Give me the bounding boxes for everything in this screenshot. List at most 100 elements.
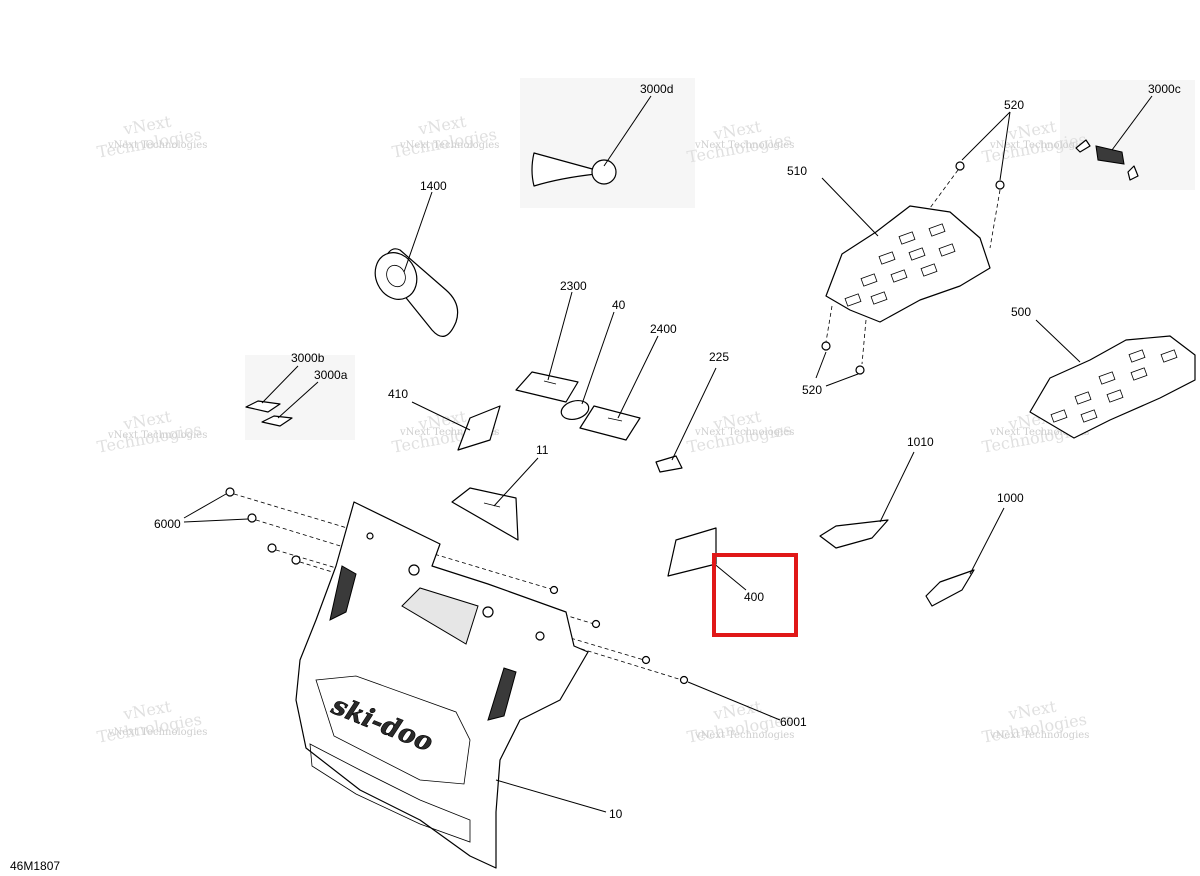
leader-520a-1: [961, 111, 1011, 161]
nut-icon: [821, 341, 831, 351]
leader-225: [671, 367, 717, 461]
watermark-small: vNext Technologies: [989, 427, 1089, 438]
front-panel-outline: [295, 501, 589, 869]
callout-3000b: 3000b: [291, 351, 325, 365]
part-2300-plate[interactable]: 2300: [515, 279, 587, 403]
dash-520b-1: [825, 305, 833, 343]
plate-2300-mark: [543, 380, 557, 385]
nut-icon: [679, 675, 689, 685]
inset-panel-plates: [245, 355, 355, 440]
part-400-decal[interactable]: 400: [667, 527, 798, 637]
front-panel-logo-frame: [315, 675, 471, 785]
callout-1400: 1400: [420, 179, 447, 193]
horn-disc: [591, 159, 617, 185]
front-panel-windscreen-area: [401, 587, 479, 645]
plate-2400-mark: [607, 417, 623, 422]
watermark-small: vNext Technologies: [694, 427, 794, 438]
nut-icon: [995, 180, 1005, 190]
footrest-holes-510: [844, 223, 956, 307]
leader-6000-1: [183, 493, 227, 519]
part-225-clip[interactable]: 225: [655, 350, 729, 473]
callout-410: 410: [388, 387, 408, 401]
decal-410: [457, 405, 501, 451]
watermark-small: vNext Technologies: [107, 140, 207, 151]
nut-icon: [641, 655, 651, 665]
nut-icon: [549, 585, 559, 595]
part-11-plate[interactable]: 11: [451, 443, 549, 541]
watermark-small: vNext Technologies: [399, 140, 499, 151]
watermark-small: vNext Technologies: [694, 140, 794, 151]
part-2400-plate[interactable]: 2400: [579, 322, 677, 441]
leader-6000-2: [183, 518, 249, 523]
part-3000b-plate[interactable]: 3000b: [245, 351, 325, 413]
part-6001-nuts[interactable]: 6001: [549, 585, 808, 730]
leader-10: [495, 779, 607, 813]
part-3000a-plate[interactable]: 3000a: [261, 368, 348, 427]
part-3000c-bracket[interactable]: 3000c: [1075, 82, 1181, 181]
decal-1000: [925, 569, 975, 607]
leader-520a-2: [999, 111, 1011, 181]
inset-panel-bracket: [1060, 80, 1195, 190]
callout-3000a: 3000a: [314, 368, 348, 382]
panel-hole: [408, 564, 420, 576]
watermark-small: vNext Technologies: [989, 140, 1089, 151]
part-10-front-panel[interactable]: ski-doo 10: [295, 501, 623, 869]
callout-500: 500: [1011, 305, 1031, 319]
leader-510: [821, 177, 879, 237]
dash-520b-2: [861, 319, 867, 365]
screw-icon: [225, 487, 235, 497]
screw-icon: [291, 555, 301, 565]
panel-hole: [482, 606, 494, 618]
inset-panel-horn: [520, 78, 695, 208]
callout-510: 510: [787, 164, 807, 178]
plate-3000b: [245, 400, 281, 413]
decal-400: [667, 527, 717, 577]
part-500-footrest[interactable]: 500: [1011, 305, 1196, 439]
plate-2300: [515, 371, 579, 403]
part-510-footrest[interactable]: 510: [787, 164, 991, 323]
footrest-plate-500: [1029, 335, 1196, 439]
part-3000d-horn[interactable]: 3000d: [531, 82, 673, 187]
leader-520b-2: [825, 373, 859, 387]
watermark-small: vNext Technologies: [694, 730, 794, 741]
callout-2300: 2300: [560, 279, 587, 293]
part-1010-decal[interactable]: 1010: [819, 435, 934, 549]
part-520-fasteners-bottom[interactable]: 520: [802, 305, 867, 397]
callout-1000: 1000: [997, 491, 1024, 505]
leader-3000a: [277, 381, 319, 419]
watermark-small: vNext Technologies: [107, 727, 207, 738]
nut-icon: [855, 365, 865, 375]
watermark-small: vNext Technologies: [399, 427, 499, 438]
part-1400-cylinder[interactable]: 1400: [368, 179, 459, 337]
watermark: vNext Technologies: [96, 112, 204, 162]
leader-1400: [403, 191, 433, 273]
part-410-decal[interactable]: 410: [388, 387, 501, 451]
callout-520-bottom: 520: [802, 383, 822, 397]
dash-520a-2: [989, 189, 1001, 249]
bracket-body: [1095, 145, 1125, 165]
callout-10: 10: [609, 807, 623, 821]
part-1000-decal[interactable]: 1000: [925, 491, 1024, 607]
leader-3000d: [603, 95, 652, 167]
leader-3000c: [1111, 95, 1153, 151]
callout-520-top: 520: [1004, 98, 1024, 112]
bracket-clip-left: [1075, 139, 1091, 153]
leader-6001: [687, 681, 781, 721]
part-40-disc[interactable]: 40: [559, 298, 626, 422]
plate-11-mark: [483, 502, 501, 508]
footrest-plate-510: [825, 205, 991, 323]
decal-1010: [819, 519, 889, 549]
nut-icon: [591, 619, 601, 629]
footrest-holes-500: [1050, 349, 1178, 423]
part-520-fasteners-top[interactable]: 520: [929, 98, 1024, 249]
clip-225: [655, 455, 683, 473]
plate-3000a: [261, 415, 293, 427]
leader-2400: [617, 335, 659, 419]
callout-2400: 2400: [650, 322, 677, 336]
watermark: vNext Technologies: [686, 407, 794, 457]
watermark: vNext Technologies: [391, 112, 499, 162]
plate-2400: [579, 405, 641, 441]
leader-400: [711, 561, 747, 591]
leader-410: [411, 401, 471, 431]
watermark: vNext Technologies: [96, 697, 204, 747]
